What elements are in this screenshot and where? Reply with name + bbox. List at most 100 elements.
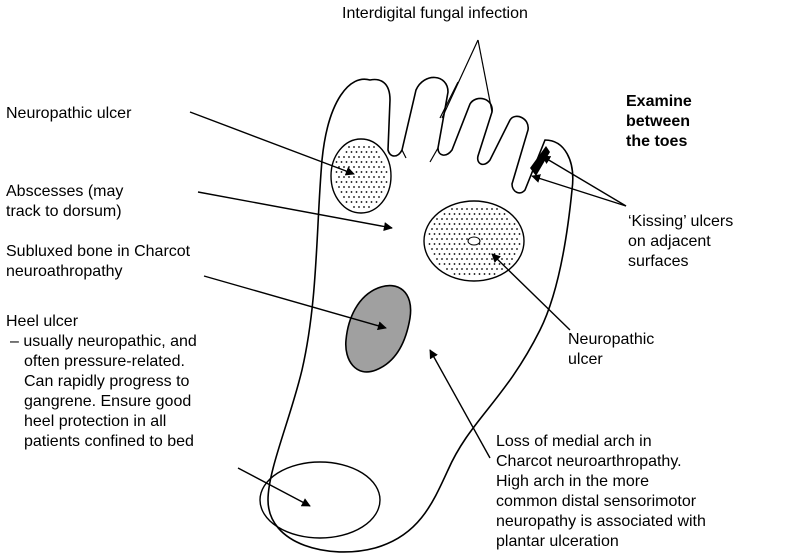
stipple-dot bbox=[494, 273, 496, 275]
stipple-dot bbox=[338, 176, 340, 178]
stipple-dot bbox=[351, 151, 353, 153]
stipple-dot bbox=[501, 218, 503, 220]
stipple-dot bbox=[484, 213, 486, 215]
stipple-dot bbox=[519, 243, 521, 245]
stipple-dot bbox=[479, 253, 481, 255]
stipple-dot bbox=[456, 208, 458, 210]
stipple-dot bbox=[444, 253, 446, 255]
stipple-dot bbox=[496, 248, 498, 250]
arrow-heel bbox=[238, 468, 310, 506]
stipple-dot bbox=[378, 156, 380, 158]
stipple-dot bbox=[368, 146, 370, 148]
stipple-dot bbox=[474, 213, 476, 215]
stipple-dot bbox=[431, 228, 433, 230]
stipple-dot bbox=[361, 181, 363, 183]
stipple-dot bbox=[386, 181, 388, 183]
stipple-dot bbox=[434, 233, 436, 235]
stipple-dot bbox=[441, 258, 443, 260]
stipple-dot bbox=[519, 233, 521, 235]
stipple-dot bbox=[484, 243, 486, 245]
stipple-dot bbox=[381, 171, 383, 173]
stipple-dot bbox=[444, 243, 446, 245]
stipple-dot bbox=[484, 233, 486, 235]
label-abscesses: Abscesses (may track to dorsum) bbox=[6, 182, 123, 222]
stipple-dot bbox=[499, 213, 501, 215]
stipple-dot bbox=[501, 258, 503, 260]
stipple-dot bbox=[514, 223, 516, 225]
stipple-dot bbox=[499, 223, 501, 225]
stipple-dot bbox=[504, 243, 506, 245]
stipple-dot bbox=[466, 238, 468, 240]
stipple-dot bbox=[346, 161, 348, 163]
stipple-dot bbox=[449, 223, 451, 225]
arrow-kissing bbox=[542, 156, 626, 206]
stipple-dot bbox=[439, 223, 441, 225]
label-interdigital: Interdigital fungal infection bbox=[342, 4, 528, 24]
stipple-dot bbox=[353, 146, 355, 148]
stipple-dot bbox=[451, 238, 453, 240]
stipple-dot bbox=[474, 233, 476, 235]
stipple-dot bbox=[446, 218, 448, 220]
arrow-kissing bbox=[532, 176, 626, 206]
stipple-dot bbox=[496, 268, 498, 270]
stipple-dot bbox=[461, 248, 463, 250]
stipple-dot bbox=[363, 166, 365, 168]
stipple-dot bbox=[444, 223, 446, 225]
stipple-dot bbox=[386, 171, 388, 173]
stipple-dot bbox=[451, 258, 453, 260]
stipple-dot bbox=[358, 186, 360, 188]
stipple-dot bbox=[461, 228, 463, 230]
stipple-dot bbox=[494, 263, 496, 265]
stipple-dot bbox=[491, 228, 493, 230]
stipple-dot bbox=[361, 161, 363, 163]
stipple-dot bbox=[481, 208, 483, 210]
stipple-dot bbox=[474, 273, 476, 275]
stipple-dot bbox=[439, 253, 441, 255]
stipple-dot bbox=[486, 248, 488, 250]
stipple-dot bbox=[444, 213, 446, 215]
stipple-dot bbox=[449, 213, 451, 215]
stipple-dot bbox=[351, 191, 353, 193]
stipple-dot bbox=[341, 171, 343, 173]
stipple-dot bbox=[441, 248, 443, 250]
stipple-dot bbox=[469, 273, 471, 275]
stipple-dot bbox=[381, 181, 383, 183]
stipple-dot bbox=[343, 186, 345, 188]
stipple-dot bbox=[456, 258, 458, 260]
stipple-dot bbox=[504, 253, 506, 255]
stipple-dot bbox=[351, 181, 353, 183]
stipple-dot bbox=[481, 248, 483, 250]
stipple-dot bbox=[486, 228, 488, 230]
label-medial-arch: Loss of medial arch in Charcot neuroarth… bbox=[496, 432, 706, 552]
stipple-dot bbox=[491, 258, 493, 260]
stipple-dot bbox=[348, 176, 350, 178]
stipple-dot bbox=[461, 258, 463, 260]
stipple-dot bbox=[451, 218, 453, 220]
stipple-dot bbox=[456, 238, 458, 240]
stipple-dot bbox=[506, 228, 508, 230]
toe-gap-line bbox=[430, 148, 438, 162]
stipple-dot bbox=[446, 258, 448, 260]
stipple-dot bbox=[368, 206, 370, 208]
stipple-dot bbox=[373, 186, 375, 188]
stipple-dot bbox=[376, 201, 378, 203]
stipple-dot bbox=[511, 238, 513, 240]
stipple-dot bbox=[378, 186, 380, 188]
stipple-dot bbox=[366, 181, 368, 183]
stipple-dot bbox=[499, 253, 501, 255]
stipple-dot bbox=[486, 238, 488, 240]
stipple-dot bbox=[466, 228, 468, 230]
stipple-dot bbox=[486, 258, 488, 260]
stipple-dot bbox=[363, 186, 365, 188]
stipple-dot bbox=[336, 181, 338, 183]
stipple-dot bbox=[346, 191, 348, 193]
stipple-dot bbox=[371, 161, 373, 163]
stipple-dot bbox=[446, 248, 448, 250]
stipple-dot bbox=[454, 273, 456, 275]
stipple-dot bbox=[486, 268, 488, 270]
stipple-dot bbox=[376, 181, 378, 183]
stipple-dot bbox=[356, 151, 358, 153]
stipple-dot bbox=[494, 253, 496, 255]
stipple-dot bbox=[486, 218, 488, 220]
